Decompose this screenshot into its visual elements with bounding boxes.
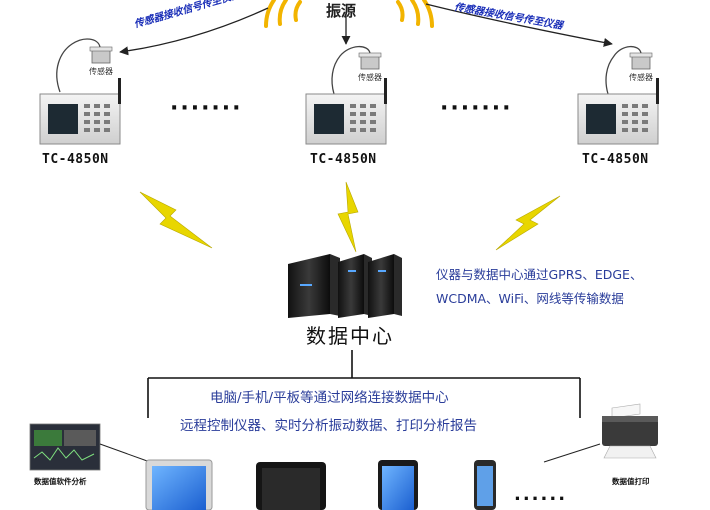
instrument-model-right: TC-4850N — [582, 152, 649, 167]
wireless-lightning-right-icon — [495, 195, 561, 251]
sensor-label-left: 传感器 — [89, 67, 113, 76]
instrument-model-left: TC-4850N — [42, 152, 109, 167]
analysis-software-icon — [29, 423, 101, 471]
printer-label: 数据值打印 — [612, 477, 650, 486]
data-center-servers-icon — [288, 254, 402, 318]
sensor-label-center: 传感器 — [358, 73, 382, 82]
wireless-lightning-left-icon — [139, 191, 213, 249]
ellipsis-clients: ...... — [514, 484, 568, 505]
instrument-right-icon — [577, 78, 659, 145]
instrument-model-center: TC-4850N — [310, 152, 377, 167]
wireless-lightning-center-icon — [337, 181, 359, 253]
software-connector — [99, 443, 151, 463]
phone-icon — [474, 460, 496, 510]
client-desc-line-1: 电脑/手机/平板等通过网络连接数据中心 — [210, 390, 449, 406]
laptop-icon — [145, 459, 213, 510]
tablet-white-icon — [378, 460, 418, 510]
printer-connector — [543, 443, 601, 463]
instrument-center-icon — [305, 78, 387, 145]
sensor-center-icon — [331, 45, 382, 95]
sensor-left-icon — [56, 38, 113, 93]
transmission-desc-line-2: WCDMA、WiFi、网线等传输数据 — [436, 291, 624, 306]
software-label: 数据值软件分析 — [34, 477, 87, 486]
data-center-label: 数据中心 — [306, 324, 394, 348]
client-bracket — [147, 350, 581, 418]
vibration-waves-icon — [263, 0, 435, 28]
sensor-right-icon — [605, 45, 653, 95]
sensor-label-right: 传感器 — [629, 73, 653, 82]
vibration-source-label: 振源 — [326, 2, 357, 20]
printer-icon — [602, 403, 658, 459]
instrument-left-icon — [39, 78, 121, 145]
client-desc-line-2: 远程控制仪器、实时分析振动数据、打印分析报告 — [180, 418, 477, 434]
ellipsis-right: ······· — [440, 96, 513, 121]
ellipsis-left: ······· — [170, 96, 243, 121]
transmission-desc-line-1: 仪器与数据中心通过GPRS、EDGE、 — [436, 267, 643, 282]
signal-arrows — [119, 3, 613, 56]
tablet-black-icon — [256, 462, 326, 510]
